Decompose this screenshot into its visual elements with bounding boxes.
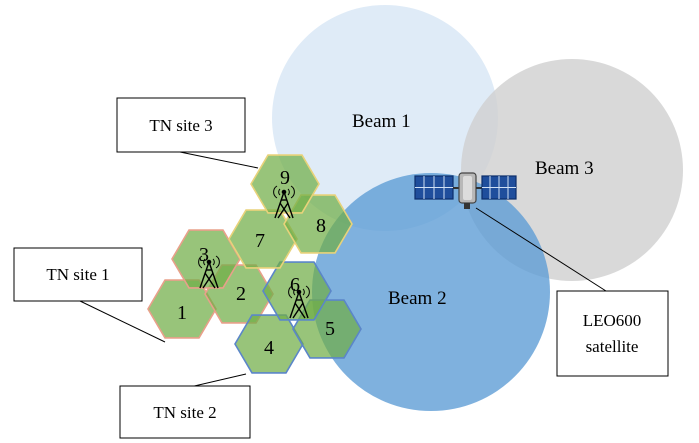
cell-2-label: 2 (236, 283, 246, 305)
site3-connector (179, 151, 259, 169)
satellite-label-line1: LEO600 (583, 311, 642, 330)
cell-7-label: 7 (255, 230, 265, 252)
cell-9-label: 9 (280, 167, 290, 189)
satellite-box: LEO600 satellite (556, 290, 669, 377)
tn-site-1-box: TN site 1 (13, 247, 143, 302)
site1-connector (79, 300, 166, 343)
connector-lines (79, 151, 607, 388)
beam-2-circle (312, 173, 550, 411)
cell-4-label: 4 (264, 337, 274, 359)
tower-icons (198, 185, 310, 319)
cell-8-label: 8 (316, 215, 326, 237)
satellite-label-line2: satellite (586, 337, 639, 356)
tn-cells (147, 154, 362, 374)
cell-3-label: 3 (199, 244, 209, 266)
satellite-connector (475, 207, 607, 292)
beam-3-label: Beam 3 (535, 158, 594, 179)
site-1-tower-icon (198, 255, 220, 289)
site2-connector (189, 373, 247, 388)
site-2-tower-icon (288, 285, 310, 319)
cell-6-label: 6 (290, 274, 300, 296)
cell-5-label: 5 (325, 318, 335, 340)
left-solar-panel (414, 175, 454, 200)
beams (272, 5, 683, 411)
right-solar-panel (481, 175, 517, 200)
tn-site-1-label: TN site 1 (46, 265, 109, 284)
tn-site-2-label: TN site 2 (153, 403, 216, 422)
tn-site-2-box: TN site 2 (119, 385, 251, 439)
cell-1-label: 1 (177, 302, 187, 324)
beam-1-label: Beam 1 (352, 111, 411, 132)
cell-3-hexagon (171, 229, 241, 289)
site-3-tower-icon (273, 185, 295, 219)
beam-2-label: Beam 2 (388, 288, 447, 309)
cell-9-hexagon (250, 154, 320, 214)
satellite-icon (414, 172, 517, 209)
tn-site-3-label: TN site 3 (149, 116, 212, 135)
tn-site-3-box: TN site 3 (116, 97, 246, 153)
cell-labels: 1 2 3 4 5 6 7 8 9 (177, 167, 335, 359)
